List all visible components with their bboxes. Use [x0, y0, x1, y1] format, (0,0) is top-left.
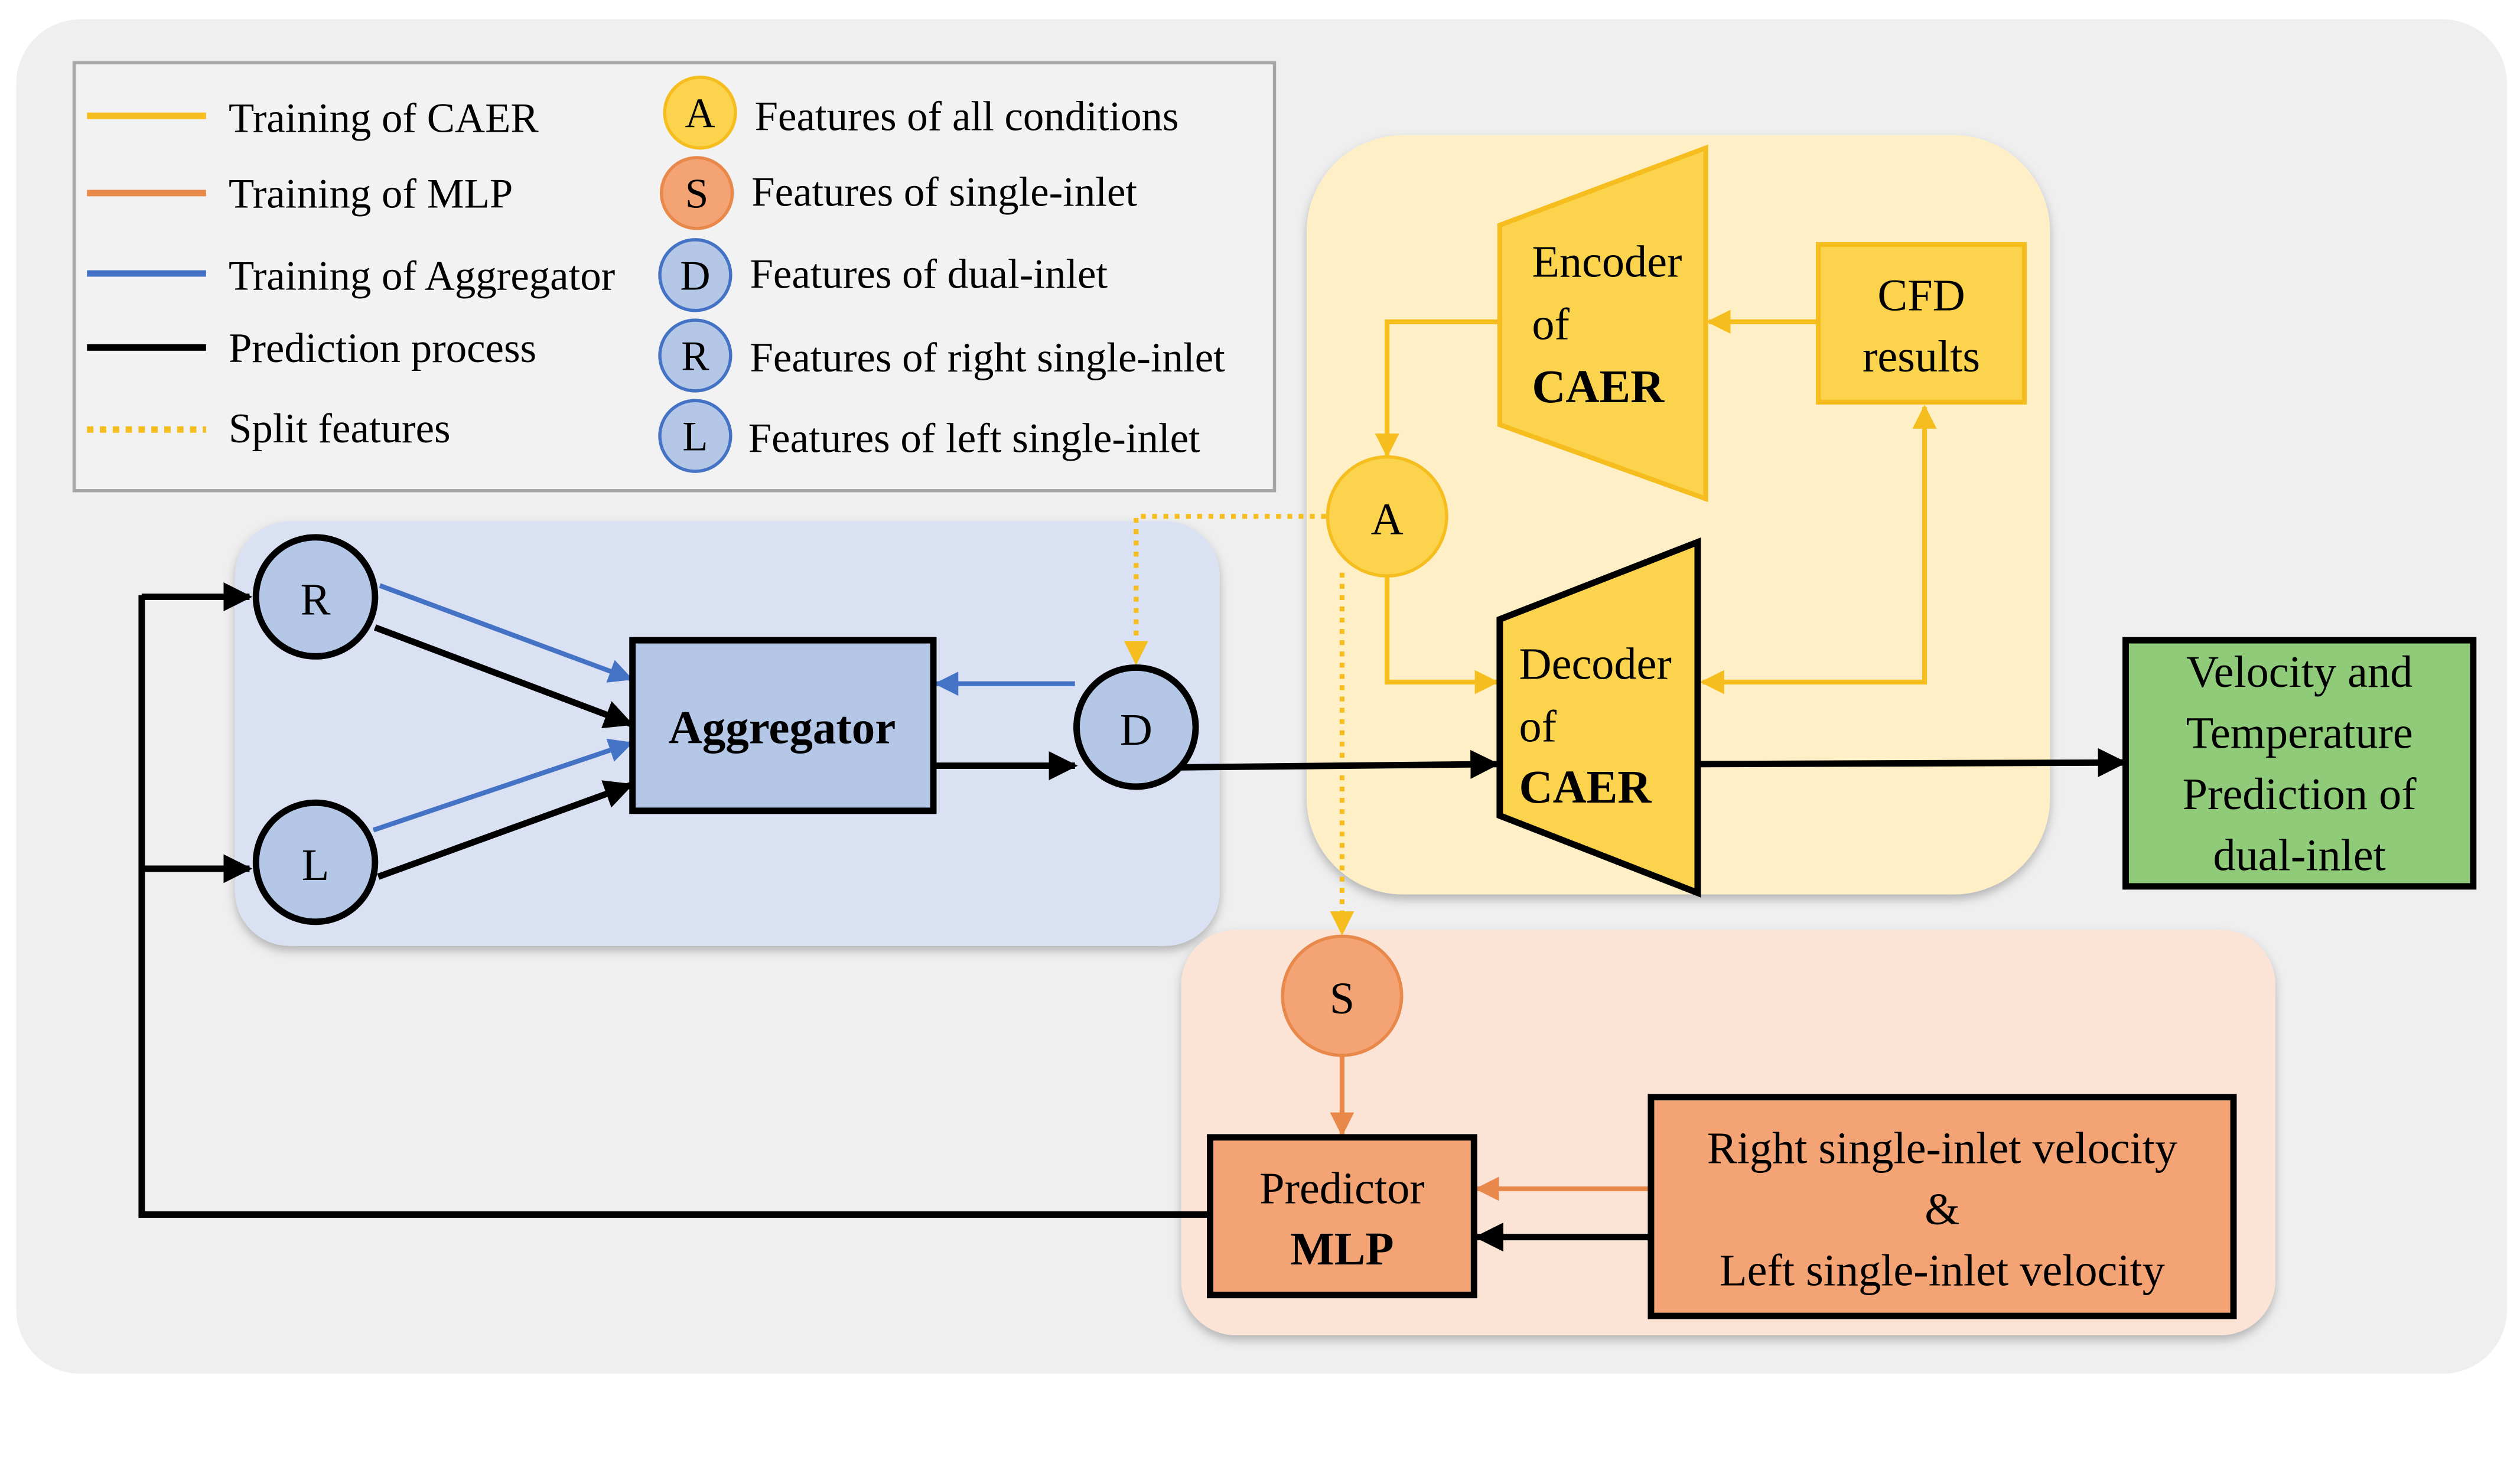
inputs-label-3: Left single-inlet velocity	[1720, 1246, 2165, 1295]
legend-marker-l-letter: L	[682, 414, 708, 460]
inputs-label-1: Right single-inlet velocity	[1707, 1123, 2177, 1173]
aggregator-label: Aggregator	[669, 702, 896, 754]
edge-d-to-decoder	[1181, 749, 1500, 779]
inputs-node	[1648, 1094, 2237, 1319]
edge-decoder-to-output	[1699, 748, 2127, 777]
decoder-label-3: CAER	[1519, 762, 1652, 813]
legend-marker-d-letter: D	[680, 253, 710, 299]
predictor-label-1: Predictor	[1259, 1163, 1425, 1213]
predictor-label-2: MLP	[1290, 1224, 1394, 1275]
legend-marker-r	[658, 318, 732, 393]
inputs-label-2: &	[1925, 1185, 1959, 1234]
output-node	[2122, 637, 2477, 890]
circle-s-letter: S	[1330, 974, 1355, 1023]
legend-label-right-single-inlet: Features of right single-inlet	[750, 335, 1226, 381]
legend: Training of CAER Training of MLP Trainin…	[72, 61, 1277, 493]
edge-r-to-aggregator	[373, 624, 634, 729]
circle-r-letter: R	[301, 575, 331, 625]
cfd-label-2: results	[1863, 332, 1980, 382]
edge-l-to-aggregator	[377, 780, 634, 880]
output-label-3: Prediction of	[2183, 770, 2417, 819]
encoder-node	[1497, 144, 1708, 503]
circle-d	[1073, 664, 1199, 790]
circle-a	[1326, 455, 1448, 578]
legend-marker-a-letter: A	[685, 90, 715, 136]
output-label-4: dual-inlet	[2213, 831, 2386, 881]
aggregator-node	[629, 637, 937, 814]
legend-label-all-conditions: Features of all conditions	[755, 94, 1179, 140]
edge-a-to-decoder	[1385, 576, 1499, 695]
cfd-results-node	[1816, 242, 2027, 405]
edge-r-to-aggregator-blue	[379, 583, 633, 683]
legend-label-split: Split features	[229, 406, 451, 452]
circle-r	[252, 534, 379, 660]
encoder-label-1: Encoder	[1532, 237, 1682, 287]
legend-marker-d	[658, 238, 732, 312]
legend-label-prediction: Prediction process	[229, 325, 536, 371]
legend-marker-a	[663, 76, 737, 150]
circle-l	[252, 799, 379, 925]
legend-label-left-single-inlet: Features of left single-inlet	[748, 415, 1200, 461]
edge-decoder-cfd	[1699, 405, 1937, 695]
circle-d-letter: D	[1120, 705, 1152, 755]
predictor-node	[1207, 1134, 1477, 1299]
edge-predictor-feedback	[138, 595, 1210, 1218]
legend-marker-r-letter: R	[681, 334, 709, 380]
legend-marker-s	[659, 156, 734, 230]
legend-label-aggregator: Training of Aggregator	[229, 253, 615, 299]
legend-label-caer: Training of CAER	[229, 95, 539, 141]
legend-marker-l	[658, 399, 732, 473]
output-label-2: Temperature	[2186, 709, 2413, 758]
decoder-label-1: Decoder	[1519, 639, 1672, 689]
circle-a-letter: A	[1371, 494, 1404, 544]
circle-s	[1281, 934, 1404, 1057]
decoder-node	[1496, 537, 1701, 898]
legend-label-single-inlet: Features of single-inlet	[751, 169, 1137, 216]
encoder-label-3: CAER	[1532, 361, 1665, 413]
legend-marker-s-letter: S	[685, 171, 708, 217]
edge-l-to-aggregator-blue	[372, 738, 633, 833]
legend-label-mlp: Training of MLP	[229, 171, 513, 217]
legend-label-dual-inlet: Features of dual-inlet	[750, 252, 1108, 298]
edge-encoder-to-a	[1375, 319, 1500, 458]
decoder-label-2: of	[1519, 702, 1557, 752]
output-label-1: Velocity and	[2186, 647, 2412, 697]
encoder-label-2: of	[1532, 300, 1570, 350]
cfd-label-1: CFD	[1877, 271, 1965, 321]
circle-l-letter: L	[302, 840, 330, 890]
